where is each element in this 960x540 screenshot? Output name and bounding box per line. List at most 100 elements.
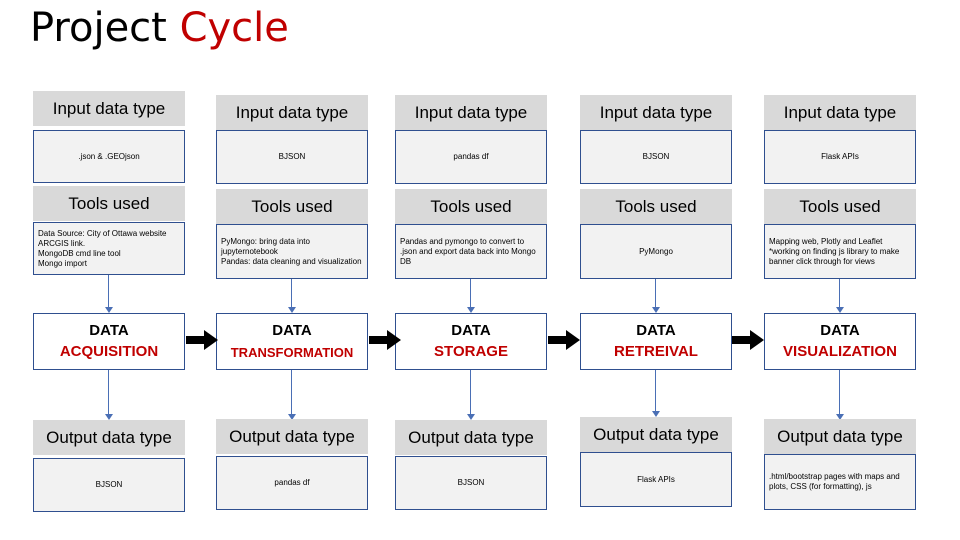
arrow-down-icon — [652, 307, 660, 313]
stage-data-label: DATA — [272, 322, 312, 339]
tools-box: PyMongo: bring data into jupyternotebook… — [216, 224, 368, 279]
flow-arrow-icon — [186, 330, 218, 350]
tools-line: Data Source: City of Ottawa website ARCG… — [38, 228, 167, 248]
tools-header: Tools used — [33, 186, 185, 221]
output-value: pandas df — [274, 478, 310, 487]
arrow-down-icon — [836, 307, 844, 313]
output-value: BJSON — [457, 478, 485, 487]
stage-box: DATA STORAGE — [395, 313, 547, 370]
connector-line — [108, 370, 109, 415]
connector-line — [655, 370, 656, 412]
stage-data-label: DATA — [89, 322, 129, 339]
output-value: .html/bootstrap pages with maps and plot… — [769, 472, 900, 491]
output-value-box: BJSON — [33, 458, 185, 512]
input-header: Input data type — [395, 95, 547, 130]
connector-line — [470, 370, 471, 415]
tools-header: Tools used — [764, 189, 916, 224]
input-value: BJSON — [278, 152, 306, 161]
tools-box: Data Source: City of Ottawa website ARCG… — [33, 222, 185, 275]
stage-name: STORAGE — [434, 343, 508, 360]
input-value: BJSON — [642, 152, 670, 161]
tools-text: Pandas and pymongo to convert to .json a… — [400, 237, 542, 267]
input-value-box: pandas df — [395, 130, 547, 184]
output-value-box: pandas df — [216, 456, 368, 510]
arrow-down-icon — [652, 411, 660, 417]
tools-line: Pandas and pymongo to convert to .json a… — [400, 236, 536, 266]
stage-name: VISUALIZATION — [783, 343, 897, 360]
stage-name: RETREIVAL — [614, 343, 698, 360]
connector-line — [839, 370, 840, 415]
flow-arrow-icon — [548, 330, 580, 350]
connector-line — [470, 279, 471, 308]
connector-line — [655, 279, 656, 308]
output-value: Flask APIs — [637, 474, 675, 484]
arrow-down-icon — [467, 414, 475, 420]
arrow-down-icon — [467, 307, 475, 313]
output-header: Output data type — [580, 417, 732, 452]
input-value: .json & .GEOjson — [78, 151, 140, 161]
connector-line — [291, 279, 292, 308]
input-value-box: BJSON — [580, 130, 732, 184]
page-title: Project Cycle — [30, 4, 289, 52]
stage-box: DATA RETREIVAL — [580, 313, 732, 370]
tools-line: Mapping web, Plotly and Leaflet *working… — [769, 236, 900, 266]
tools-line: Mongo import — [38, 258, 87, 268]
arrow-down-icon — [836, 414, 844, 420]
tools-text: PyMongo — [639, 247, 673, 257]
output-value-box: BJSON — [395, 456, 547, 510]
output-value-box: Flask APIs — [580, 452, 732, 507]
stage-box: DATA ACQUISITION — [33, 313, 185, 370]
tools-box: Mapping web, Plotly and Leaflet *working… — [764, 224, 916, 279]
tools-text: PyMongo: bring data into jupyternotebook… — [221, 237, 363, 267]
stage-data-label: DATA — [636, 322, 676, 339]
tools-line: Pandas: data cleaning and visualization — [221, 256, 362, 266]
tools-line: PyMongo: bring data into jupyternotebook — [221, 236, 310, 256]
output-header: Output data type — [216, 419, 368, 454]
input-value-box: Flask APIs — [764, 130, 916, 184]
tools-line: PyMongo — [639, 246, 673, 256]
output-header: Output data type — [764, 419, 916, 454]
output-value-box: .html/bootstrap pages with maps and plot… — [764, 454, 916, 510]
tools-header: Tools used — [216, 189, 368, 224]
stage-data-label: DATA — [451, 322, 491, 339]
tools-box: PyMongo — [580, 224, 732, 279]
input-value-box: BJSON — [216, 130, 368, 184]
stage-data-label: DATA — [820, 322, 860, 339]
stage-box: DATA VISUALIZATION — [764, 313, 916, 370]
tools-line: MongoDB cmd line tool — [38, 248, 121, 258]
input-value-box: .json & .GEOjson — [33, 130, 185, 183]
tools-text: Data Source: City of Ottawa website ARCG… — [38, 229, 180, 269]
output-header: Output data type — [395, 420, 547, 455]
arrow-down-icon — [288, 414, 296, 420]
tools-header: Tools used — [395, 189, 547, 224]
arrow-down-icon — [288, 307, 296, 313]
title-accent: Cycle — [179, 5, 289, 51]
stage-visualization: Input data type Flask APIs Tools used Ma… — [764, 0, 916, 540]
connector-line — [291, 370, 292, 415]
title-main: Project — [30, 5, 167, 51]
stage-name: TRANSFORMATION — [230, 345, 354, 360]
stage-transformation: Input data type BJSON Tools used PyMongo… — [216, 0, 368, 540]
arrow-down-icon — [105, 414, 113, 420]
input-header: Input data type — [216, 95, 368, 130]
flow-arrow-icon — [732, 330, 764, 350]
stage-retreival: Input data type BJSON Tools used PyMongo… — [580, 0, 732, 540]
arrow-down-icon — [105, 307, 113, 313]
tools-text: Mapping web, Plotly and Leaflet *working… — [769, 237, 911, 267]
stage-name: ACQUISITION — [59, 343, 159, 360]
output-header: Output data type — [33, 420, 185, 455]
tools-box: Pandas and pymongo to convert to .json a… — [395, 224, 547, 279]
input-header: Input data type — [33, 91, 185, 126]
stage-box: DATA TRANSFORMATION — [216, 313, 368, 370]
input-header: Input data type — [764, 95, 916, 130]
stage-storage: Input data type pandas df Tools used Pan… — [395, 0, 547, 540]
connector-line — [839, 279, 840, 308]
flow-arrow-icon — [369, 330, 401, 350]
input-value: Flask APIs — [821, 152, 859, 161]
connector-line — [108, 275, 109, 308]
output-value: BJSON — [95, 480, 123, 489]
input-header: Input data type — [580, 95, 732, 130]
input-value: pandas df — [453, 152, 489, 161]
tools-header: Tools used — [580, 189, 732, 224]
stage-acquisition: Input data type .json & .GEOjson Tools u… — [33, 0, 185, 540]
